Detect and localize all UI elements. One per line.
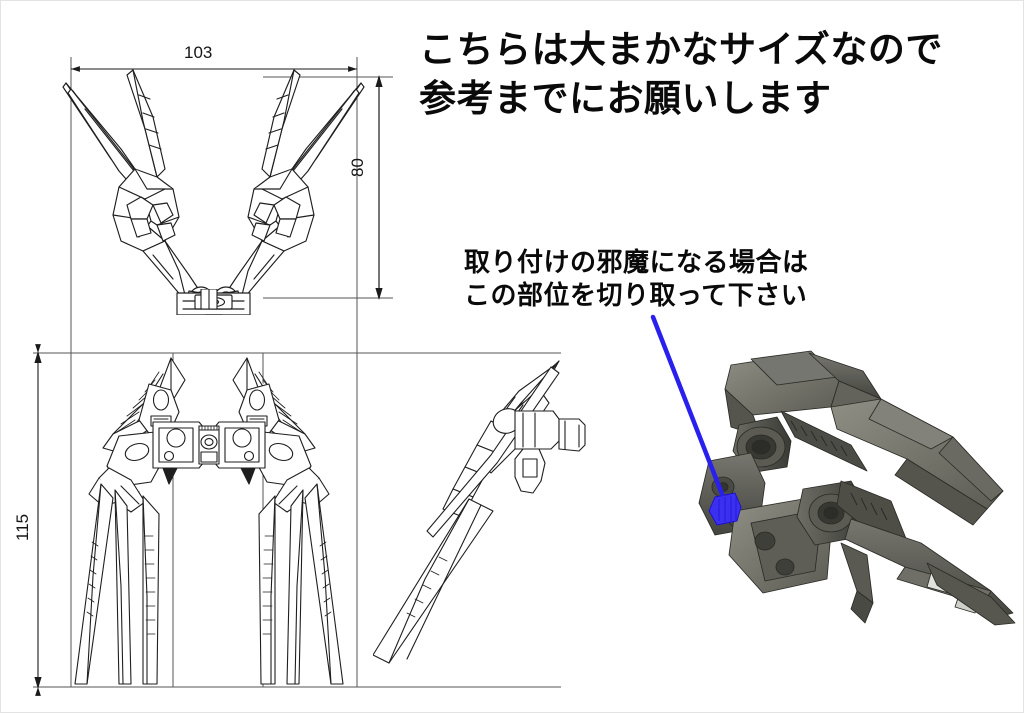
headline-line-2: 参考までにお願いします — [419, 77, 832, 120]
cut-note-line-1: 取り付けの邪魔になる場合は — [464, 248, 809, 278]
headline-annotation: こちらは大まかなサイズなので 参考までにお願いします — [419, 25, 943, 123]
side-view — [373, 360, 586, 664]
dimension-label-width: 103 — [184, 43, 213, 62]
cut-note-annotation: 取り付けの邪魔になる場合は この部位を切り取って下さい — [464, 247, 809, 313]
shaded-3d-render — [698, 350, 1016, 626]
top-view-center-post — [200, 289, 218, 310]
dimension-arrowheads — [34, 75, 383, 689]
dimension-label-front-view-height: 115 — [13, 513, 32, 541]
highlighted-cut-part — [708, 492, 742, 526]
dimension-label-top-view-height: 80 — [348, 158, 367, 177]
cut-note-line-2: この部位を切り取って下さい — [464, 281, 808, 311]
front-view — [74, 357, 344, 685]
top-view — [62, 69, 365, 315]
headline-line-1: こちらは大まかなサイズなので — [419, 28, 943, 71]
